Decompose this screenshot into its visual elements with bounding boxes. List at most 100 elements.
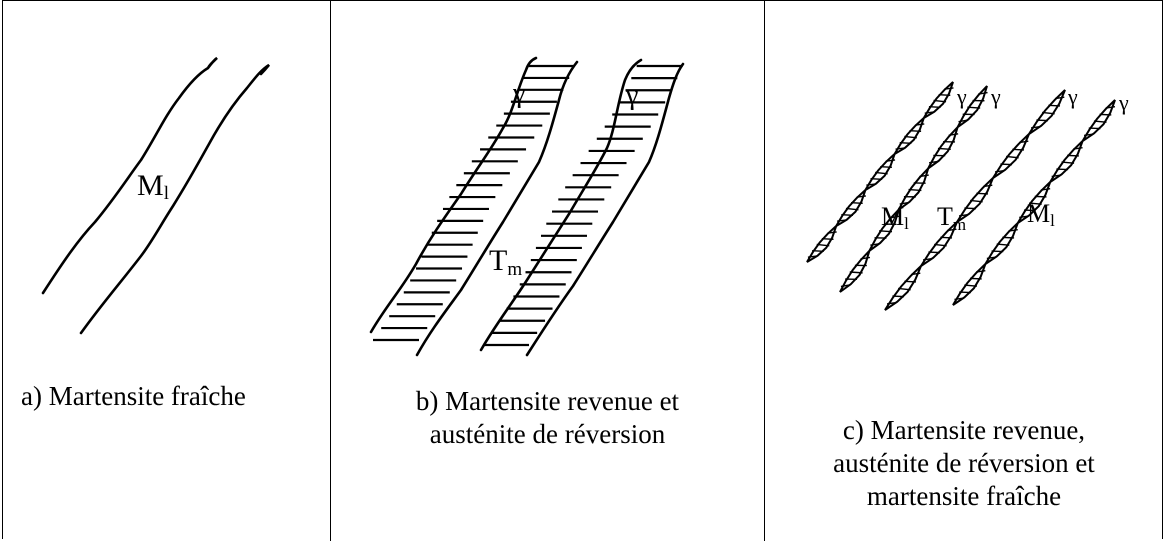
lath-hatch	[812, 249, 824, 252]
panel-a: Ml a) Martensite fraîche	[3, 0, 330, 541]
lath-hatch	[898, 287, 911, 291]
label-c-gamma-2: γ	[990, 84, 1001, 109]
fresh-lath-2	[839, 85, 988, 293]
lath-hatch	[1002, 236, 1015, 239]
lath-hatch	[860, 256, 871, 260]
lath-hatch	[991, 250, 1004, 253]
lath-b-left-edge-a	[369, 56, 538, 334]
lath-hatch	[899, 201, 910, 205]
lath-hatch	[924, 111, 935, 114]
lath-boundary-right	[79, 63, 271, 335]
lath-hatch	[964, 207, 977, 210]
lath-hatch	[837, 219, 847, 222]
lath-hatch	[1040, 188, 1051, 191]
lath-hatch	[807, 255, 818, 258]
lath-hatch	[1000, 163, 1013, 166]
lath-hatch	[1056, 168, 1069, 171]
label-c-gamma-4: γ	[1118, 90, 1129, 115]
lath-hatch	[816, 243, 830, 247]
lath-hatch	[886, 301, 897, 305]
lath-hatch	[986, 256, 997, 260]
lath-hatch	[1029, 202, 1042, 205]
lath-hatch	[879, 230, 893, 233]
lath-hatch	[914, 123, 925, 126]
hatched-lath-right	[483, 64, 683, 347]
lath-hatch	[937, 147, 951, 150]
lath-hatch	[875, 171, 888, 175]
lath-hatch	[821, 237, 834, 240]
fresh-lath-3	[884, 89, 1066, 311]
lath-hatch	[958, 213, 969, 217]
lath-hatch	[880, 165, 892, 168]
lath-hatch	[866, 183, 876, 186]
lath-hatch	[1054, 96, 1065, 100]
lath-hatch	[1042, 111, 1055, 115]
panel-c: γ γ γ γ Ml Tm Ml c) Martensite revenue, …	[765, 0, 1163, 541]
lath-hatch	[870, 242, 880, 246]
lath-hatch	[1030, 125, 1041, 129]
lath-hatch	[978, 91, 988, 95]
caption-c-line-3: martensite fraîche	[866, 481, 1062, 511]
lath-hatch	[1067, 154, 1079, 157]
label-gamma-2: γ	[625, 80, 638, 111]
lath-hatch	[851, 201, 863, 204]
caption-b: b) Martensite revenue et austénite de ré…	[331, 385, 764, 451]
lath-hatch	[929, 160, 939, 164]
lath-hatch	[948, 133, 959, 137]
lath-hatch	[849, 271, 863, 274]
lath-hatch	[1088, 127, 1101, 130]
lath-b-right-edge-a	[479, 58, 643, 352]
lath-hatch	[840, 284, 851, 288]
caption-c-line-1: c) Martensite revenue,	[842, 415, 1086, 445]
lath-hatch	[969, 277, 982, 280]
lath-hatch	[1036, 119, 1049, 122]
label-c-gamma-1: γ	[956, 84, 967, 109]
lath-hatch	[982, 184, 993, 188]
caption-c: c) Martensite revenue, austénite de réve…	[765, 414, 1163, 513]
lath-hatch	[1019, 215, 1029, 219]
lath-hatch	[954, 297, 964, 301]
lath-hatch	[944, 87, 954, 90]
fresh-lath-4	[952, 99, 1116, 306]
lath-hatch	[964, 284, 977, 287]
lath-hatch	[885, 159, 896, 162]
lath-hatch	[895, 147, 905, 150]
lath-hatch	[967, 106, 981, 109]
lath-hatch	[934, 243, 947, 247]
lath-hatch	[908, 188, 922, 192]
lath-hatch	[845, 207, 859, 211]
label-c-m-l-2: Ml	[1027, 199, 1055, 230]
lath-hatch	[959, 291, 971, 294]
lath-hatch	[994, 169, 1005, 173]
lath-hatch	[904, 135, 917, 139]
lath-hatch	[1034, 195, 1047, 198]
label-c-m-l-1: Ml	[881, 202, 909, 233]
lath-hatch	[841, 213, 854, 216]
lath-hatch	[938, 93, 951, 96]
label-c-t-m: Tm	[937, 202, 966, 234]
lath-hatch	[870, 177, 883, 180]
panel-divider-2	[764, 0, 765, 541]
lath-hatch	[1083, 133, 1094, 137]
lath-hatch	[909, 129, 922, 132]
lath-hatch	[1093, 120, 1107, 123]
lath-hatch	[1073, 147, 1083, 150]
lath-hatch	[1061, 161, 1075, 164]
fresh-lath-1	[806, 81, 954, 263]
label-c-gamma-3: γ	[1067, 84, 1078, 109]
panel-c-diagram: γ γ γ γ Ml Tm Ml	[806, 81, 1129, 311]
lath-hatch	[975, 270, 986, 273]
lath-hatch	[1099, 113, 1112, 116]
lath-hatch	[889, 215, 900, 219]
label-m-l: Ml	[137, 169, 169, 204]
lath-boundary-left	[41, 56, 218, 295]
lath-hatch	[892, 295, 905, 298]
panel-b: γ γ Tm b) Martensite revenue et austénit…	[331, 0, 764, 541]
panel-divider-1	[330, 0, 331, 541]
lath-hatch	[904, 280, 917, 283]
lath-hatch	[910, 272, 921, 276]
label-gamma-1: γ	[512, 78, 525, 109]
caption-b-line-1: b) Martensite revenue et	[415, 386, 680, 416]
hatched-lath-left	[373, 64, 575, 342]
